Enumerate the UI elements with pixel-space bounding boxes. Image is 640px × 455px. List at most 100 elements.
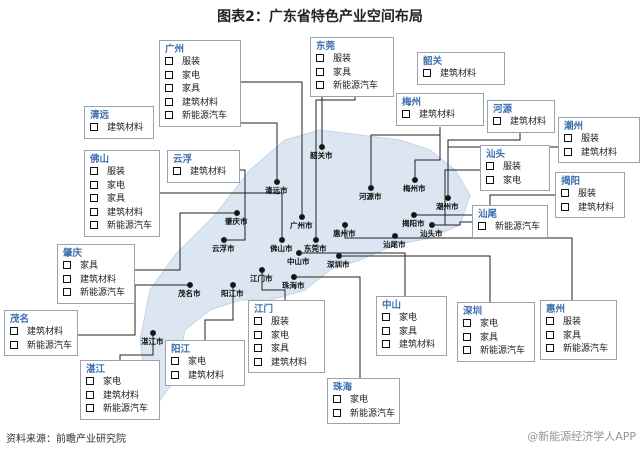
map-city-label: 云浮市 xyxy=(212,244,235,253)
map-city-label: 中山市 xyxy=(287,257,310,266)
industry-label: 新能源汽车 xyxy=(480,346,526,356)
industry-box-5: 潮州服装建筑材料 xyxy=(558,117,640,163)
square-bullet-icon xyxy=(561,202,569,211)
industry-item: 建筑材料 xyxy=(423,68,499,82)
connector-line xyxy=(240,122,278,182)
map-city-label: 湛江市 xyxy=(141,337,164,346)
square-bullet-icon xyxy=(165,97,173,106)
square-bullet-icon xyxy=(86,404,94,412)
industry-label: 建筑材料 xyxy=(440,69,477,79)
box-city-name: 清远 xyxy=(90,110,110,121)
square-bullet-icon xyxy=(546,317,554,325)
industry-label: 新能源汽车 xyxy=(103,404,149,414)
square-bullet-icon xyxy=(10,327,18,335)
square-bullet-icon xyxy=(486,175,494,184)
industry-label: 服装 xyxy=(563,317,582,327)
industry-item: 新能源汽车 xyxy=(90,220,154,234)
industry-item: 服装 xyxy=(90,166,154,180)
industry-item: 建筑材料 xyxy=(90,122,148,136)
industry-label: 家电 xyxy=(188,357,207,367)
industry-label: 家电 xyxy=(103,377,122,387)
box-city-name: 汕头 xyxy=(486,149,506,160)
industry-label: 新能源汽车 xyxy=(80,288,126,298)
map-city-label: 阳江市 xyxy=(221,289,244,298)
industry-label: 建筑材料 xyxy=(107,207,144,218)
box-city-name: 河源 xyxy=(493,104,513,115)
square-bullet-icon xyxy=(173,167,181,175)
industry-item: 家具 xyxy=(382,326,441,340)
connector-line xyxy=(344,225,573,300)
connector-line xyxy=(261,270,286,300)
industry-label: 建筑材料 xyxy=(578,202,615,213)
box-city-name: 汕尾 xyxy=(478,209,498,220)
industry-item: 建筑材料 xyxy=(86,390,154,404)
square-bullet-icon xyxy=(165,70,173,79)
industry-item: 新能源汽车 xyxy=(86,403,154,417)
industry-item: 新能源汽车 xyxy=(316,80,388,94)
industry-item: 家具 xyxy=(463,332,529,346)
industry-item: 家电 xyxy=(165,70,235,84)
industry-box-9: 清远建筑材料 xyxy=(84,106,154,139)
map-city-label: 惠州市 xyxy=(333,229,356,238)
industry-item: 建筑材料 xyxy=(561,202,619,216)
connector-line xyxy=(339,255,491,302)
industry-label: 家具 xyxy=(271,344,290,354)
industry-label: 新能源汽车 xyxy=(495,222,541,232)
box-city-name: 云浮 xyxy=(173,154,193,165)
industry-box-2: 韶关建筑材料 xyxy=(417,52,505,85)
square-bullet-icon xyxy=(478,222,486,230)
industry-item: 服装 xyxy=(564,133,634,147)
box-city-name: 广州 xyxy=(165,44,185,55)
industry-item: 新能源汽车 xyxy=(546,343,611,357)
square-bullet-icon xyxy=(382,313,390,321)
connector-line xyxy=(241,81,303,217)
square-bullet-icon xyxy=(171,357,179,365)
square-bullet-icon xyxy=(316,54,324,62)
industry-item: 建筑材料 xyxy=(564,147,634,161)
industry-box-18: 中山家电家具建筑材料 xyxy=(376,296,447,356)
industry-label: 建筑材料 xyxy=(27,327,64,337)
square-bullet-icon xyxy=(90,207,98,216)
square-bullet-icon xyxy=(63,274,71,283)
square-bullet-icon xyxy=(63,288,71,296)
industry-item: 新能源汽车 xyxy=(10,340,72,354)
industry-item: 建筑材料 xyxy=(382,339,441,353)
industry-item: 家电 xyxy=(254,330,319,344)
industry-item: 建筑材料 xyxy=(493,116,549,130)
industry-label: 家具 xyxy=(563,330,582,341)
industry-box-15: 阳江家电建筑材料 xyxy=(165,340,245,386)
box-city-name: 肇庆 xyxy=(63,248,83,259)
industry-label: 家具 xyxy=(80,261,99,271)
box-city-name: 珠海 xyxy=(333,382,353,393)
industry-item: 服装 xyxy=(561,188,619,202)
box-city-name: 东莞 xyxy=(316,41,336,52)
square-bullet-icon xyxy=(254,317,262,325)
box-city-name: 中山 xyxy=(382,300,402,311)
map-city-label: 广州市 xyxy=(290,221,313,230)
industry-label: 家具 xyxy=(480,332,499,343)
map-city-label: 河源市 xyxy=(359,192,382,201)
industry-box-12: 肇庆家具建筑材料新能源汽车 xyxy=(57,244,135,304)
square-bullet-icon xyxy=(90,123,98,131)
industry-label: 建筑材料 xyxy=(419,110,456,120)
square-bullet-icon xyxy=(86,390,94,399)
square-bullet-icon xyxy=(402,110,410,118)
box-city-name: 湛江 xyxy=(86,364,106,375)
industry-label: 新能源汽车 xyxy=(182,111,228,121)
diagram-title: 图表2：广东省特色产业空间布局 xyxy=(217,9,423,25)
industry-item: 家具 xyxy=(63,260,129,274)
square-bullet-icon xyxy=(423,69,431,77)
industry-label: 建筑材料 xyxy=(190,167,227,177)
industry-item: 家具 xyxy=(254,343,319,357)
industry-label: 家具 xyxy=(333,67,352,78)
connector-line xyxy=(294,276,361,378)
map-city-label: 珠海市 xyxy=(282,281,305,290)
industry-label: 建筑材料 xyxy=(80,274,117,285)
industry-label: 家具 xyxy=(107,194,126,204)
industry-label: 建筑材料 xyxy=(510,117,547,127)
industry-box-3: 梅州建筑材料 xyxy=(396,93,484,126)
industry-label: 新能源汽车 xyxy=(350,408,396,419)
map-city-label: 清远市 xyxy=(265,186,288,195)
